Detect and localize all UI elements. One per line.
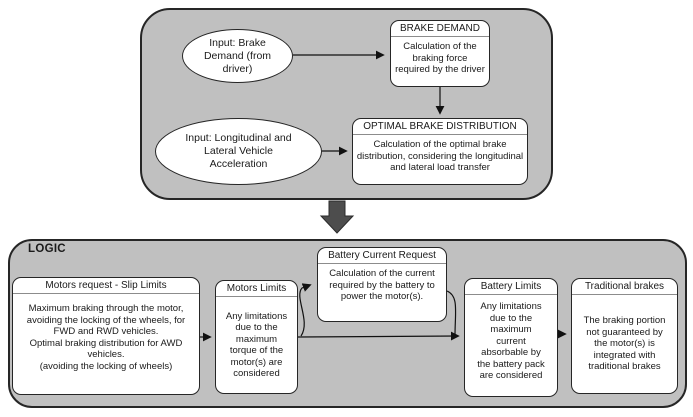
- traditional-brakes-box: Traditional brakes The braking portion n…: [571, 278, 678, 394]
- motors-request-box: Motors request - Slip Limits Maximum bra…: [12, 277, 200, 395]
- motors-limits-body: Any limitations due to the maximum torqu…: [225, 310, 288, 380]
- brake-demand-title: BRAKE DEMAND: [391, 21, 489, 37]
- battery-limits-title: Battery Limits: [465, 279, 557, 295]
- motors-request-title: Motors request - Slip Limits: [13, 278, 199, 294]
- brake-demand-body: Calculation of the braking force require…: [395, 41, 485, 75]
- battery-limits-body: Any limitations due to the maximum curre…: [477, 301, 545, 381]
- battery-current-request-body: Calculation of the current required by t…: [329, 268, 435, 302]
- motors-limits-box: Motors Limits Any limitations due to the…: [215, 280, 298, 394]
- battery-current-request-title: Battery Current Request: [318, 248, 446, 264]
- battery-current-request-box: Battery Current Request Calculation of t…: [317, 247, 447, 322]
- input-acceleration-ellipse: Input: Longitudinal and Lateral Vehicle …: [155, 118, 322, 185]
- traditional-brakes-body: The braking portion not guaranteed by th…: [583, 315, 666, 373]
- panel-connector-block-arrow: [319, 200, 355, 234]
- optimal-brake-distribution-body: Calculation of the optimal brake distrib…: [356, 139, 524, 173]
- input-acceleration-label: Input: Longitudinal and Lateral Vehicle …: [185, 132, 292, 170]
- motors-limits-title: Motors Limits: [216, 281, 297, 297]
- optimal-brake-distribution-title: OPTIMAL BRAKE DISTRIBUTION: [353, 119, 527, 135]
- input-brake-demand-label: Input: Brake Demand (from driver): [203, 36, 272, 75]
- input-brake-demand-ellipse: Input: Brake Demand (from driver): [182, 29, 293, 83]
- brake-demand-box: BRAKE DEMAND Calculation of the braking …: [390, 20, 490, 87]
- motors-request-body: Maximum braking through the motor, avoid…: [26, 303, 186, 372]
- battery-limits-box: Battery Limits Any limitations due to th…: [464, 278, 558, 397]
- traditional-brakes-title: Traditional brakes: [572, 279, 677, 295]
- logic-label: LOGIC: [28, 243, 66, 255]
- optimal-brake-distribution-box: OPTIMAL BRAKE DISTRIBUTION Calculation o…: [352, 118, 528, 185]
